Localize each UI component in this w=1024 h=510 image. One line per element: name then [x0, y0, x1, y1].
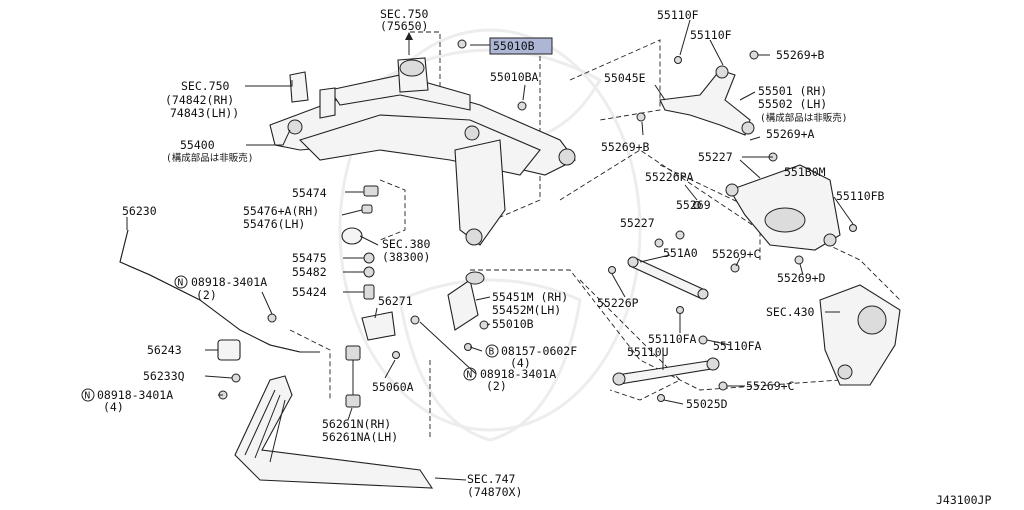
- label-551B0M: 551B0M: [784, 165, 826, 179]
- bracket-55451M: [447, 271, 485, 331]
- stabilizer-bar: [119, 229, 361, 408]
- label-55010B-mid: 55010B: [492, 317, 534, 331]
- label-sec430: SEC.430: [766, 305, 815, 319]
- bracket-56271: [361, 311, 396, 341]
- label-56261NA: 56261NA(LH): [322, 430, 398, 444]
- highlight-box: [489, 37, 553, 55]
- label-55476A: 55476+A(RH): [243, 204, 319, 218]
- svg-text:B: B: [489, 347, 495, 358]
- label-55451M: 55451M (RH): [492, 290, 568, 304]
- label-55226P: 55226P: [597, 296, 639, 310]
- label-08918-a: 08918-3401A: [191, 275, 267, 289]
- heat-shield-bracket: [234, 375, 434, 489]
- label-55269A: 55269+A: [766, 127, 815, 141]
- label-55269C-a: 55269+C: [712, 247, 761, 261]
- label-56243: 56243: [147, 343, 182, 357]
- label-08157-qty: (4): [510, 356, 531, 370]
- fasteners: [218, 39, 857, 402]
- knuckle: [819, 284, 901, 386]
- label-56233Q: 56233Q: [143, 369, 185, 383]
- label-55269B-mid: 55269+B: [601, 140, 650, 154]
- leader-lines: [126, 19, 854, 481]
- label-55400-note: (構成部品は非販売): [166, 152, 253, 164]
- label-sec747: SEC.747: [467, 472, 516, 486]
- label-55025D: 55025D: [686, 397, 728, 411]
- label-sec747-sub: (74870X): [467, 485, 522, 499]
- label-55227-a: 55227: [698, 150, 733, 164]
- label-55110U: 55110U: [627, 345, 669, 359]
- label-sec750-left-rh: (74842(RH): [165, 93, 234, 107]
- label-55475: 55475: [292, 251, 327, 265]
- label-55502: 55502 (LH): [758, 97, 827, 111]
- label-55474: 55474: [292, 186, 327, 200]
- radius-rod: [627, 256, 709, 300]
- label-56261N: 56261N(RH): [322, 417, 391, 431]
- label-08918-b-qty: (2): [486, 379, 507, 393]
- svg-text:N: N: [467, 370, 473, 381]
- label-55269D: 55269+D: [777, 271, 826, 285]
- label-55269B-top: 55269+B: [776, 48, 825, 62]
- label-551A0: 551A0: [663, 246, 698, 260]
- label-55060A: 55060A: [372, 380, 414, 394]
- label-sec380: SEC.380: [382, 237, 431, 251]
- label-55269-mid: 55269: [676, 198, 711, 212]
- label-55226PA: 55226PA: [645, 170, 694, 184]
- label-56230: 56230: [122, 204, 157, 218]
- label-56271: 56271: [378, 294, 413, 308]
- label-08918-b: 08918-3401A: [480, 367, 556, 381]
- rear-lateral-link: [612, 357, 720, 386]
- label-sec380-sub: (38300): [382, 250, 430, 264]
- rear-suspension-member: [269, 57, 576, 246]
- label-sec750-left: SEC.750: [181, 79, 230, 93]
- member-stay-55474: [341, 185, 379, 300]
- circled-b-marker: B: [485, 344, 499, 358]
- label-55045E: 55045E: [604, 71, 646, 85]
- label-55110FA-a: 55110FA: [648, 332, 697, 346]
- label-08918-c: 08918-3401A: [97, 388, 173, 402]
- label-55269C-b: 55269+C: [746, 379, 795, 393]
- label-55452M: 55452M(LH): [492, 303, 561, 317]
- label-08918-c-qty: (4): [103, 400, 124, 414]
- label-sec750-top: SEC.750: [380, 7, 429, 21]
- label-55476: 55476(LH): [243, 217, 305, 231]
- label-55400: 55400: [180, 138, 215, 152]
- label-55110F-a: 55110F: [657, 8, 699, 22]
- lower-link: [725, 164, 841, 251]
- label-sec750-top-sub: (75650): [380, 19, 428, 33]
- label-08157: 08157-0602F: [501, 344, 577, 358]
- label-55501: 55501 (RH): [758, 84, 827, 98]
- label-55110F-b: 55110F: [690, 28, 732, 42]
- part-labels: SEC.750 (75650) 55010B SEC.750 (74842(RH…: [97, 7, 991, 507]
- label-55424: 55424: [292, 285, 327, 299]
- label-sec750-left-lh: 74843(LH)): [170, 106, 239, 120]
- svg-text:N: N: [178, 278, 184, 289]
- label-55482: 55482: [292, 265, 327, 279]
- circled-n-marker: N N N: [81, 275, 477, 402]
- label-55501-note: (構成部品は非販売): [760, 112, 847, 124]
- label-55010BA: 55010BA: [490, 70, 539, 84]
- label-08918-a-qty: (2): [196, 288, 217, 302]
- upper-link: [659, 65, 755, 136]
- svg-text:N: N: [85, 391, 91, 402]
- label-55010B-top: 55010B: [493, 39, 535, 53]
- diagram-id: J43100JP: [936, 493, 991, 507]
- label-55110FA-b: 55110FA: [713, 339, 762, 353]
- label-55110FB: 55110FB: [836, 189, 885, 203]
- label-55227-b: 55227: [620, 216, 655, 230]
